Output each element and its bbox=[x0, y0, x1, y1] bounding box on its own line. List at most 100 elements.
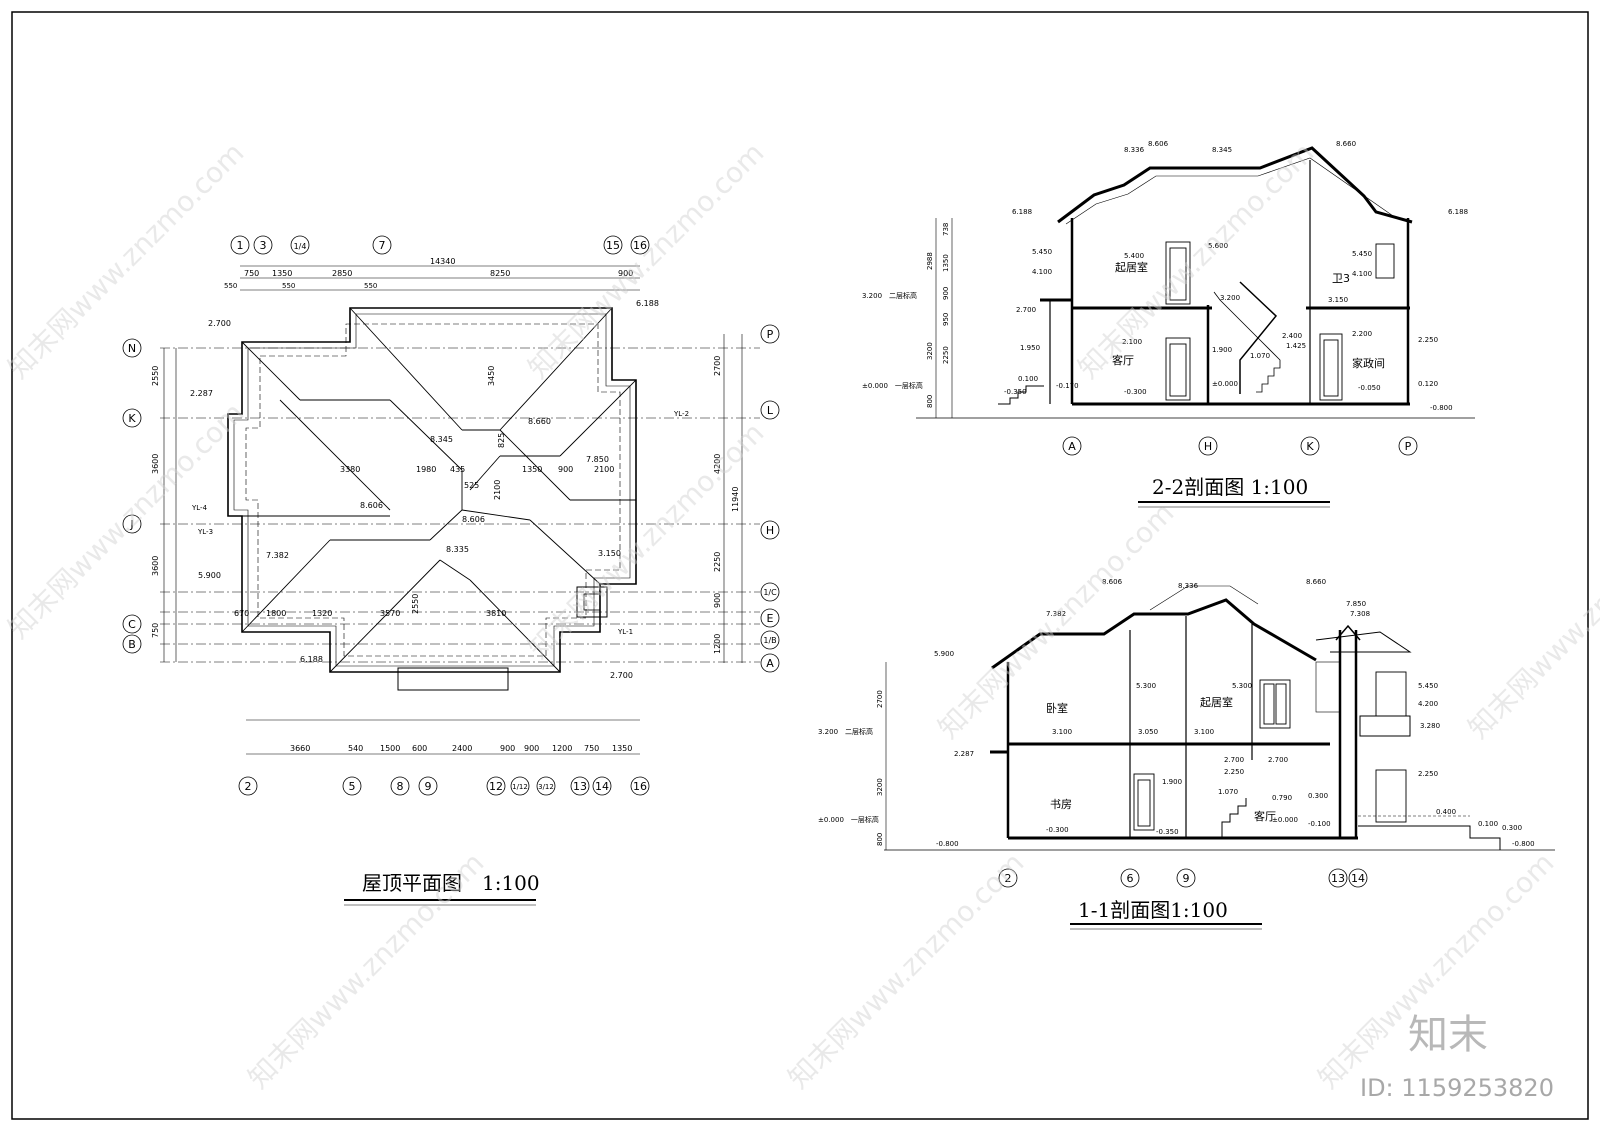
dim-text: 2100 bbox=[594, 465, 614, 474]
elevation-label: 4.200 bbox=[1418, 700, 1438, 708]
axis-label: E bbox=[767, 612, 774, 625]
axis-label: 16 bbox=[633, 780, 647, 793]
elevation-label: 0.790 bbox=[1272, 794, 1292, 802]
elevation-label: 8.606 bbox=[1102, 578, 1123, 586]
elevation-label: 0.100 bbox=[1018, 375, 1038, 383]
dim-text: 3450 bbox=[487, 366, 496, 386]
dim-text: 2250 bbox=[713, 552, 722, 572]
section-roof bbox=[1057, 146, 1413, 224]
watermark-text: 知末网www.znzmo.com bbox=[2, 136, 251, 385]
elevation-label: 3.100 bbox=[1052, 728, 1072, 736]
dim-text: 525 bbox=[464, 481, 479, 490]
elevation-label: 6.188 bbox=[1448, 208, 1468, 216]
elevation-label: 2.700 bbox=[1016, 306, 1036, 314]
room-label: 客厅 bbox=[1112, 353, 1134, 367]
elevation-label: 5.450 bbox=[1352, 250, 1372, 258]
room-label: 客厅 bbox=[1254, 809, 1276, 823]
dim-text: 670 bbox=[234, 609, 249, 618]
elevation-label: 6.188 bbox=[636, 299, 659, 308]
axis-label: B bbox=[128, 638, 136, 651]
elevation-label: 4.100 bbox=[1352, 270, 1372, 278]
section-doors bbox=[1165, 241, 1395, 401]
dim-text: 2700 bbox=[713, 356, 722, 376]
elevation-label: 3.150 bbox=[598, 549, 621, 558]
dim-text: 3600 bbox=[151, 454, 160, 474]
section-22-vertical-dims: 2988 738 1350 900 950 2250 3200 800 bbox=[926, 223, 950, 408]
dim-text: 1350 bbox=[612, 744, 632, 753]
dim-text: 1200 bbox=[552, 744, 572, 753]
axis-label: 14 bbox=[595, 780, 609, 793]
elevation-label: 3.280 bbox=[1420, 722, 1440, 730]
section-22-axis-bubbles: A H K P bbox=[1062, 436, 1418, 456]
dim-text: 2250 bbox=[942, 346, 950, 364]
axis-label: 2 bbox=[245, 780, 252, 793]
axis-label: P bbox=[1405, 440, 1412, 453]
elevation-label: 1.950 bbox=[1020, 344, 1040, 352]
axis-label: K bbox=[1306, 440, 1314, 453]
elevation-label: 7.382 bbox=[266, 551, 289, 560]
roof-inner-dims: 3450 3380 1980 435 1350 900 2100 825 525… bbox=[234, 366, 614, 618]
wall-dashed-lines bbox=[245, 323, 621, 657]
left-axis-bubbles: N K J C B bbox=[122, 338, 142, 654]
section-slabs bbox=[990, 742, 1358, 840]
dim-text: 3660 bbox=[290, 744, 310, 753]
elevation-label: 0.100 bbox=[1478, 820, 1498, 828]
section-2-2-title: 2-2剖面图 1:100 bbox=[1152, 475, 1308, 499]
elevation-label: 6.188 bbox=[300, 655, 323, 664]
room-label: 卫3 bbox=[1332, 272, 1350, 285]
section-roof-right bbox=[1315, 631, 1412, 653]
elevation-label: 5.450 bbox=[1418, 682, 1438, 690]
elevation-label: 2.250 bbox=[1418, 336, 1438, 344]
section-11-vertical-dims: 2700 3200 800 bbox=[876, 690, 884, 846]
elevation-label: 6.188 bbox=[1012, 208, 1032, 216]
axis-label: 1/4 bbox=[294, 242, 307, 251]
watermark-text: 知末网www.znzmo.com bbox=[522, 136, 771, 385]
elevation-label: 1.070 bbox=[1218, 788, 1238, 796]
axis-label: N bbox=[128, 342, 136, 355]
elevation-label: 2.287 bbox=[954, 750, 974, 758]
elevation-label: 3.100 bbox=[1194, 728, 1214, 736]
downpipe-labels: YL-2 YL-4 YL-3 YL-1 bbox=[191, 410, 689, 636]
section-walls bbox=[1049, 160, 1410, 404]
section-11-axis-bubbles: 2 6 9 13 14 bbox=[998, 868, 1368, 888]
elevation-label: 3.150 bbox=[1328, 296, 1348, 304]
axis-label: 15 bbox=[606, 239, 620, 252]
axis-label: 13 bbox=[1331, 872, 1345, 885]
elevation-label: 5.300 bbox=[1232, 682, 1252, 690]
dim-text: 750 bbox=[244, 269, 259, 278]
elevation-label: 5.450 bbox=[1032, 248, 1052, 256]
roof-plan-title: 屋顶平面图 1:100 bbox=[362, 871, 540, 895]
axis-label: 14 bbox=[1351, 872, 1365, 885]
floor-note: ±0.000 一层标高 bbox=[818, 815, 879, 824]
dim-text: 750 bbox=[151, 623, 160, 638]
elevation-label: 0.300 bbox=[1502, 824, 1522, 832]
elevation-label: ±0.000 bbox=[1212, 380, 1238, 388]
dim-text: 1500 bbox=[380, 744, 400, 753]
axis-label: 1/B bbox=[763, 636, 776, 645]
elevation-label: 7.382 bbox=[1046, 610, 1066, 618]
elevation-label: 8.606 bbox=[360, 501, 383, 510]
dim-text: 550 bbox=[224, 282, 237, 290]
elevation-label: 8.345 bbox=[430, 435, 453, 444]
dim-text: 1980 bbox=[416, 465, 436, 474]
watermark-text: 知末网www.znzmo.com bbox=[522, 416, 771, 665]
elevation-label: 8.606 bbox=[1148, 140, 1169, 148]
top-dimensions bbox=[240, 265, 640, 291]
terrace bbox=[1358, 825, 1501, 850]
brand-logo: 知末 bbox=[1408, 1012, 1488, 1058]
elevation-label: 1.900 bbox=[1162, 778, 1182, 786]
dim-text: 900 bbox=[558, 465, 573, 474]
elevation-label: -0.050 bbox=[1358, 384, 1381, 392]
elevation-label: -0.100 bbox=[1308, 820, 1331, 828]
dim-text: 600 bbox=[412, 744, 427, 753]
axis-label: 9 bbox=[425, 780, 432, 793]
section-2-2-drawing: 起居室 客厅 卫3 家政间 8.336 8.606 8.345 8.660 6.… bbox=[862, 140, 1475, 508]
section-doors bbox=[1133, 671, 1407, 831]
room-label: 家政间 bbox=[1352, 356, 1385, 370]
axis-label: 1 bbox=[237, 239, 244, 252]
dim-text: 3200 bbox=[926, 342, 934, 360]
elevation-label: 0.300 bbox=[1308, 792, 1328, 800]
elevation-label: ±0.000 bbox=[1272, 816, 1298, 824]
axis-label: 3/12 bbox=[538, 783, 554, 791]
axis-label: P bbox=[767, 328, 774, 341]
